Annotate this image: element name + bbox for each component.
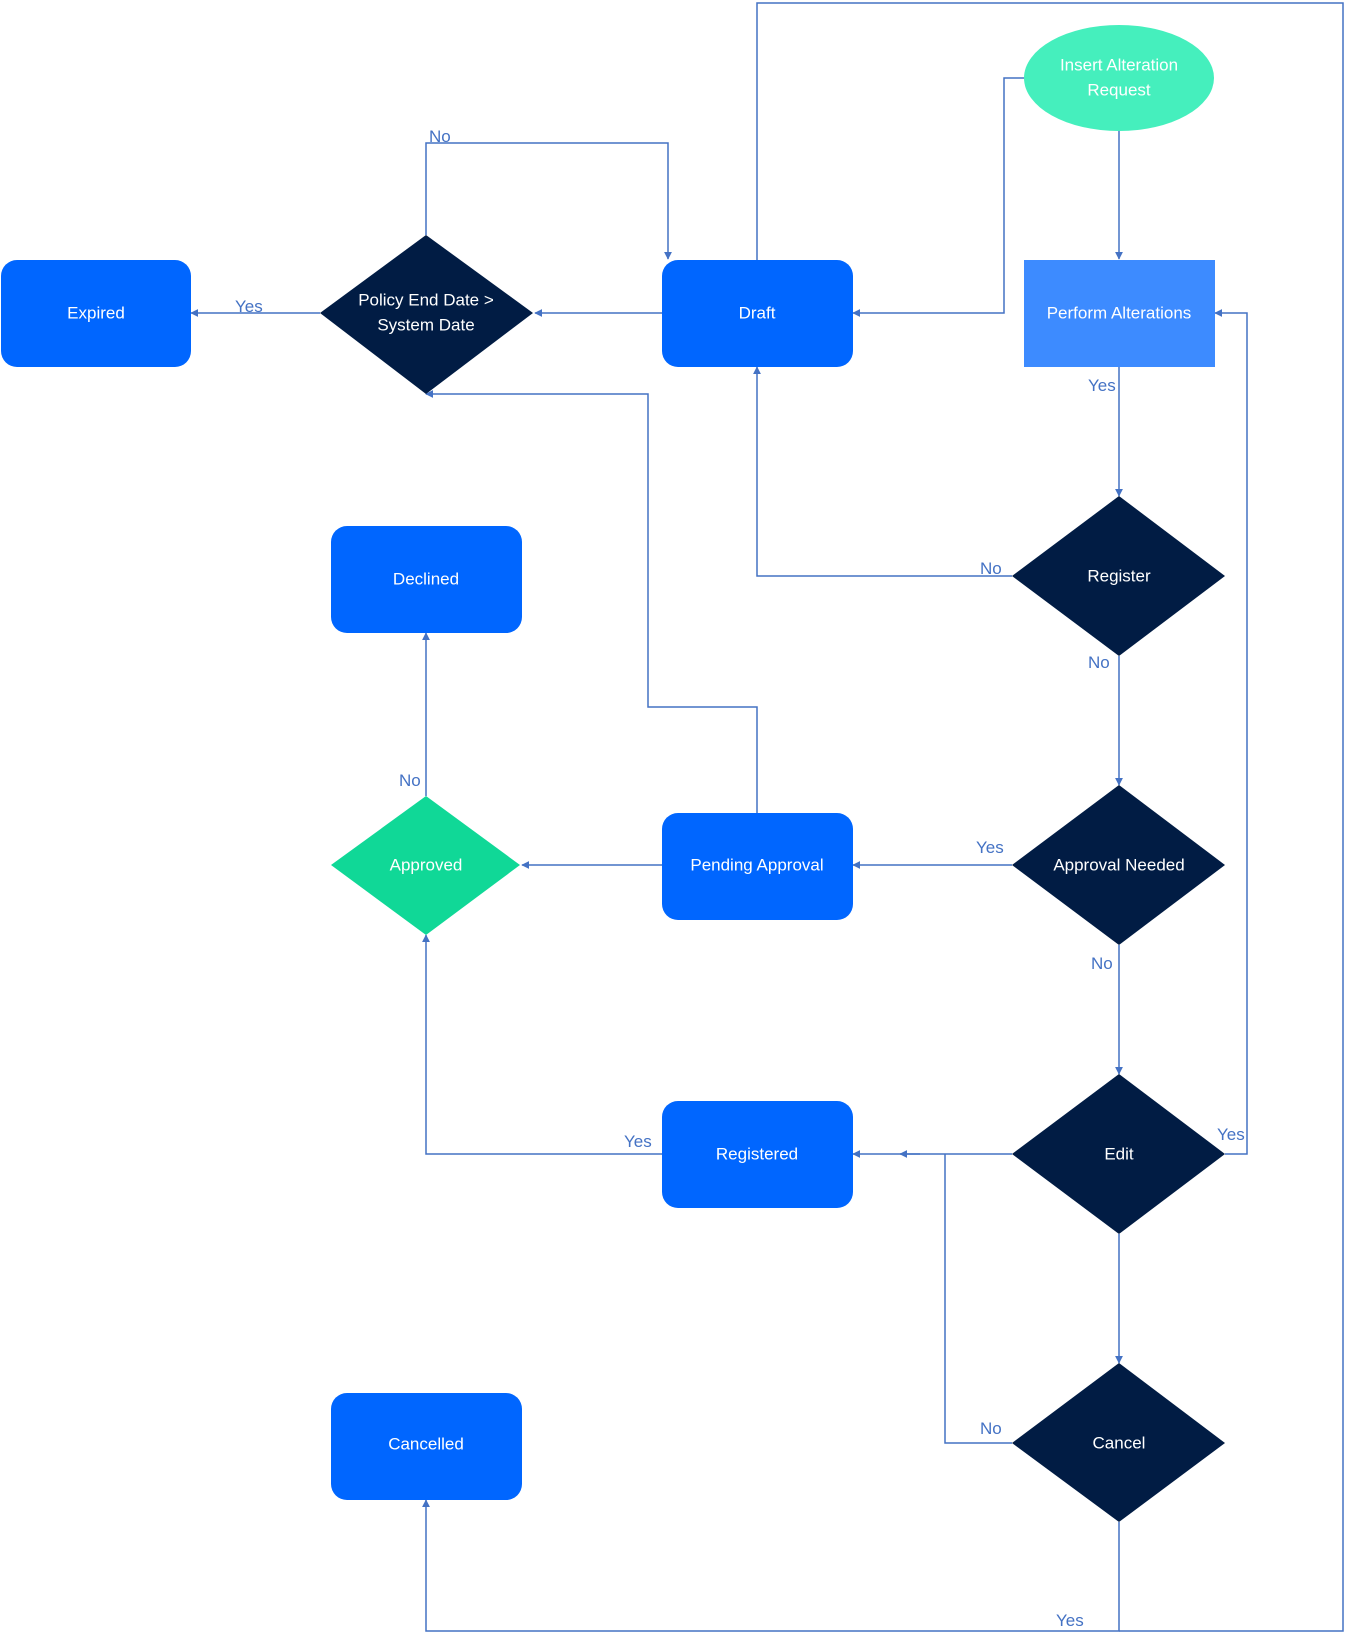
policy-check-label-line2: System Date (377, 315, 474, 334)
label-cancel-yes: Yes (1056, 1611, 1084, 1630)
connector-start-draft (852, 77, 1026, 317)
perform-node[interactable]: Perform Alterations (1024, 260, 1215, 367)
approved-label: Approved (390, 855, 463, 874)
cancel-label: Cancel (1093, 1433, 1146, 1452)
expired-node[interactable]: Expired (1, 260, 191, 367)
register-diamond (1012, 496, 1225, 656)
expired-label: Expired (67, 303, 125, 322)
pending-label: Pending Approval (690, 855, 823, 874)
approved-diamond (331, 796, 520, 935)
cancelled-box (331, 1393, 522, 1500)
label-approval-no: No (1091, 954, 1113, 973)
connector-cancel-cancelled (422, 1499, 1120, 1632)
approval-needed-diamond (1012, 785, 1225, 945)
label-edit-yes: Yes (1217, 1125, 1245, 1144)
label-registered-yes: Yes (624, 1132, 652, 1151)
edit-diamond (1012, 1074, 1225, 1234)
expired-box (1, 260, 191, 367)
draft-label: Draft (739, 303, 776, 322)
connector-pending-policy (425, 390, 758, 813)
register-label: Register (1087, 566, 1151, 585)
connector-draft-loop (756, 2, 1344, 1632)
label-perform-yes: Yes (1088, 376, 1116, 395)
declined-label: Declined (393, 569, 459, 588)
connector-edit-perform (1214, 309, 1248, 1155)
draft-box (662, 260, 853, 367)
connector-registered-approved (422, 934, 662, 1155)
label-policy-yes: Yes (235, 297, 263, 316)
register-node[interactable]: Register (1012, 496, 1225, 656)
label-approval-yes: Yes (976, 838, 1004, 857)
connector-register-draft (753, 366, 1012, 577)
policy-check-node[interactable]: Policy End Date > System Date (320, 235, 533, 394)
registered-box (662, 1101, 853, 1208)
declined-node[interactable]: Declined (331, 526, 522, 633)
draft-node[interactable]: Draft (662, 260, 853, 367)
cancel-diamond (1012, 1363, 1225, 1522)
cancel-node[interactable]: Cancel (1012, 1363, 1225, 1522)
start-node[interactable]: Insert Alteration Request (1024, 25, 1214, 131)
registered-node[interactable]: Registered (662, 1101, 853, 1208)
edit-label: Edit (1104, 1144, 1134, 1163)
connector-policy-draft (425, 142, 672, 260)
start-label-line1: Insert Alteration (1060, 55, 1178, 74)
connector-cancel-no (944, 1154, 1012, 1444)
edit-node[interactable]: Edit (1012, 1074, 1225, 1234)
label-approved-no: No (399, 771, 421, 790)
registered-label: Registered (716, 1144, 798, 1163)
declined-box (331, 526, 522, 633)
label-policy-no: No (429, 127, 451, 146)
perform-box (1024, 260, 1215, 367)
label-register-no-left: No (980, 559, 1002, 578)
policy-check-label-line1: Policy End Date > (358, 290, 494, 309)
start-ellipse (1024, 25, 1214, 131)
connectors (190, 2, 1344, 1632)
label-register-no-down: No (1088, 653, 1110, 672)
start-label-line2: Request (1087, 80, 1151, 99)
approval-needed-node[interactable]: Approval Needed (1012, 785, 1225, 945)
edge-labels: No Yes Yes No No Yes No No Yes Yes No Ye… (235, 127, 1245, 1630)
approval-needed-label: Approval Needed (1053, 855, 1184, 874)
policy-check-diamond (320, 235, 533, 394)
perform-label: Perform Alterations (1047, 303, 1192, 322)
pending-box (662, 813, 853, 920)
approved-node[interactable]: Approved (331, 796, 520, 935)
pending-node[interactable]: Pending Approval (662, 813, 853, 920)
label-cancel-no: No (980, 1419, 1002, 1438)
cancelled-node[interactable]: Cancelled (331, 1393, 522, 1500)
cancelled-label: Cancelled (388, 1434, 464, 1453)
